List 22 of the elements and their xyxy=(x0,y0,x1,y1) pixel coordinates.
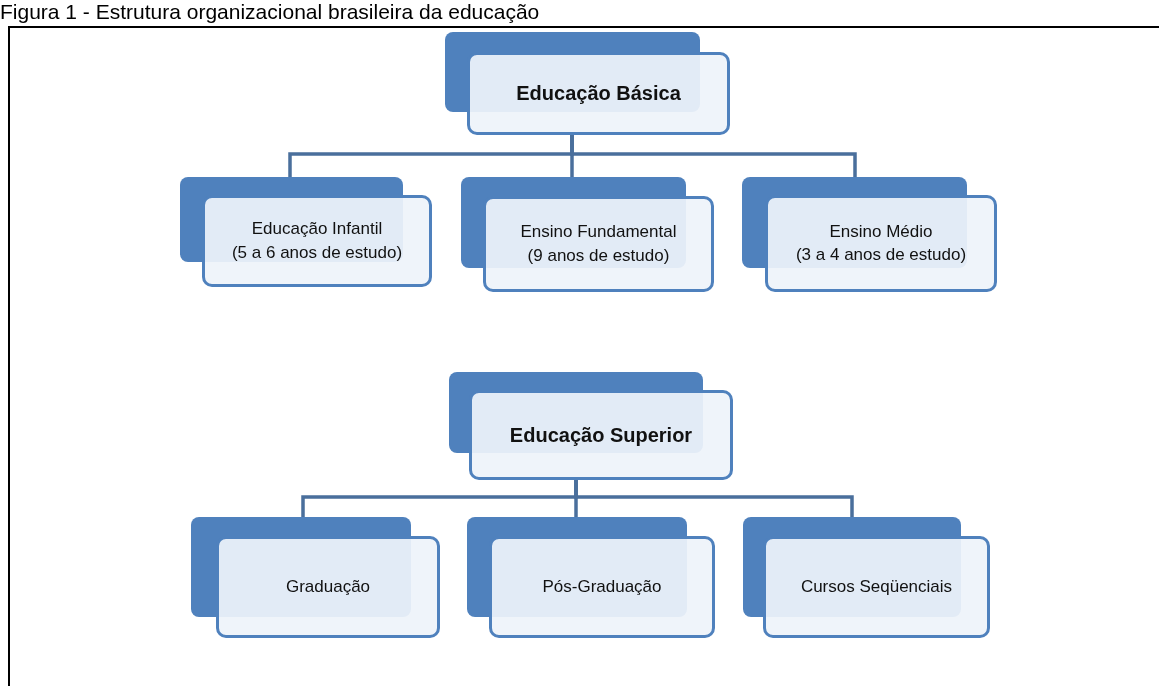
stacked-box xyxy=(191,517,440,638)
box-heading: Ensino Fundamental xyxy=(520,222,677,242)
box-heading: Cursos Seqüenciais xyxy=(800,577,953,597)
stacked-box xyxy=(445,32,730,135)
stacked-box xyxy=(742,177,997,292)
stacked-box xyxy=(743,517,990,638)
stacked-box xyxy=(180,177,432,287)
box-heading: Pós-Graduação xyxy=(542,577,662,597)
stacked-box xyxy=(467,517,715,638)
box-heading: Educação Infantil xyxy=(251,219,383,239)
figure-title: Figura 1 - Estrutura organizacional brasileira da educação xyxy=(0,0,540,24)
stacked-box xyxy=(449,372,733,480)
box-heading: Ensino Médio xyxy=(829,221,933,242)
box-subtext: (3 a 4 anos de estudo) xyxy=(795,245,967,266)
connector-line xyxy=(570,135,857,177)
box-heading: Graduação xyxy=(285,577,371,597)
box-subtext: (5 a 6 anos de estudo) xyxy=(231,242,403,263)
box-heading: Educação Superior xyxy=(509,423,693,447)
connector-line xyxy=(574,480,854,517)
box-heading: Educação Básica xyxy=(516,82,681,105)
stacked-box xyxy=(461,177,714,292)
box-subtext: (9 anos de estudo) xyxy=(527,245,670,266)
